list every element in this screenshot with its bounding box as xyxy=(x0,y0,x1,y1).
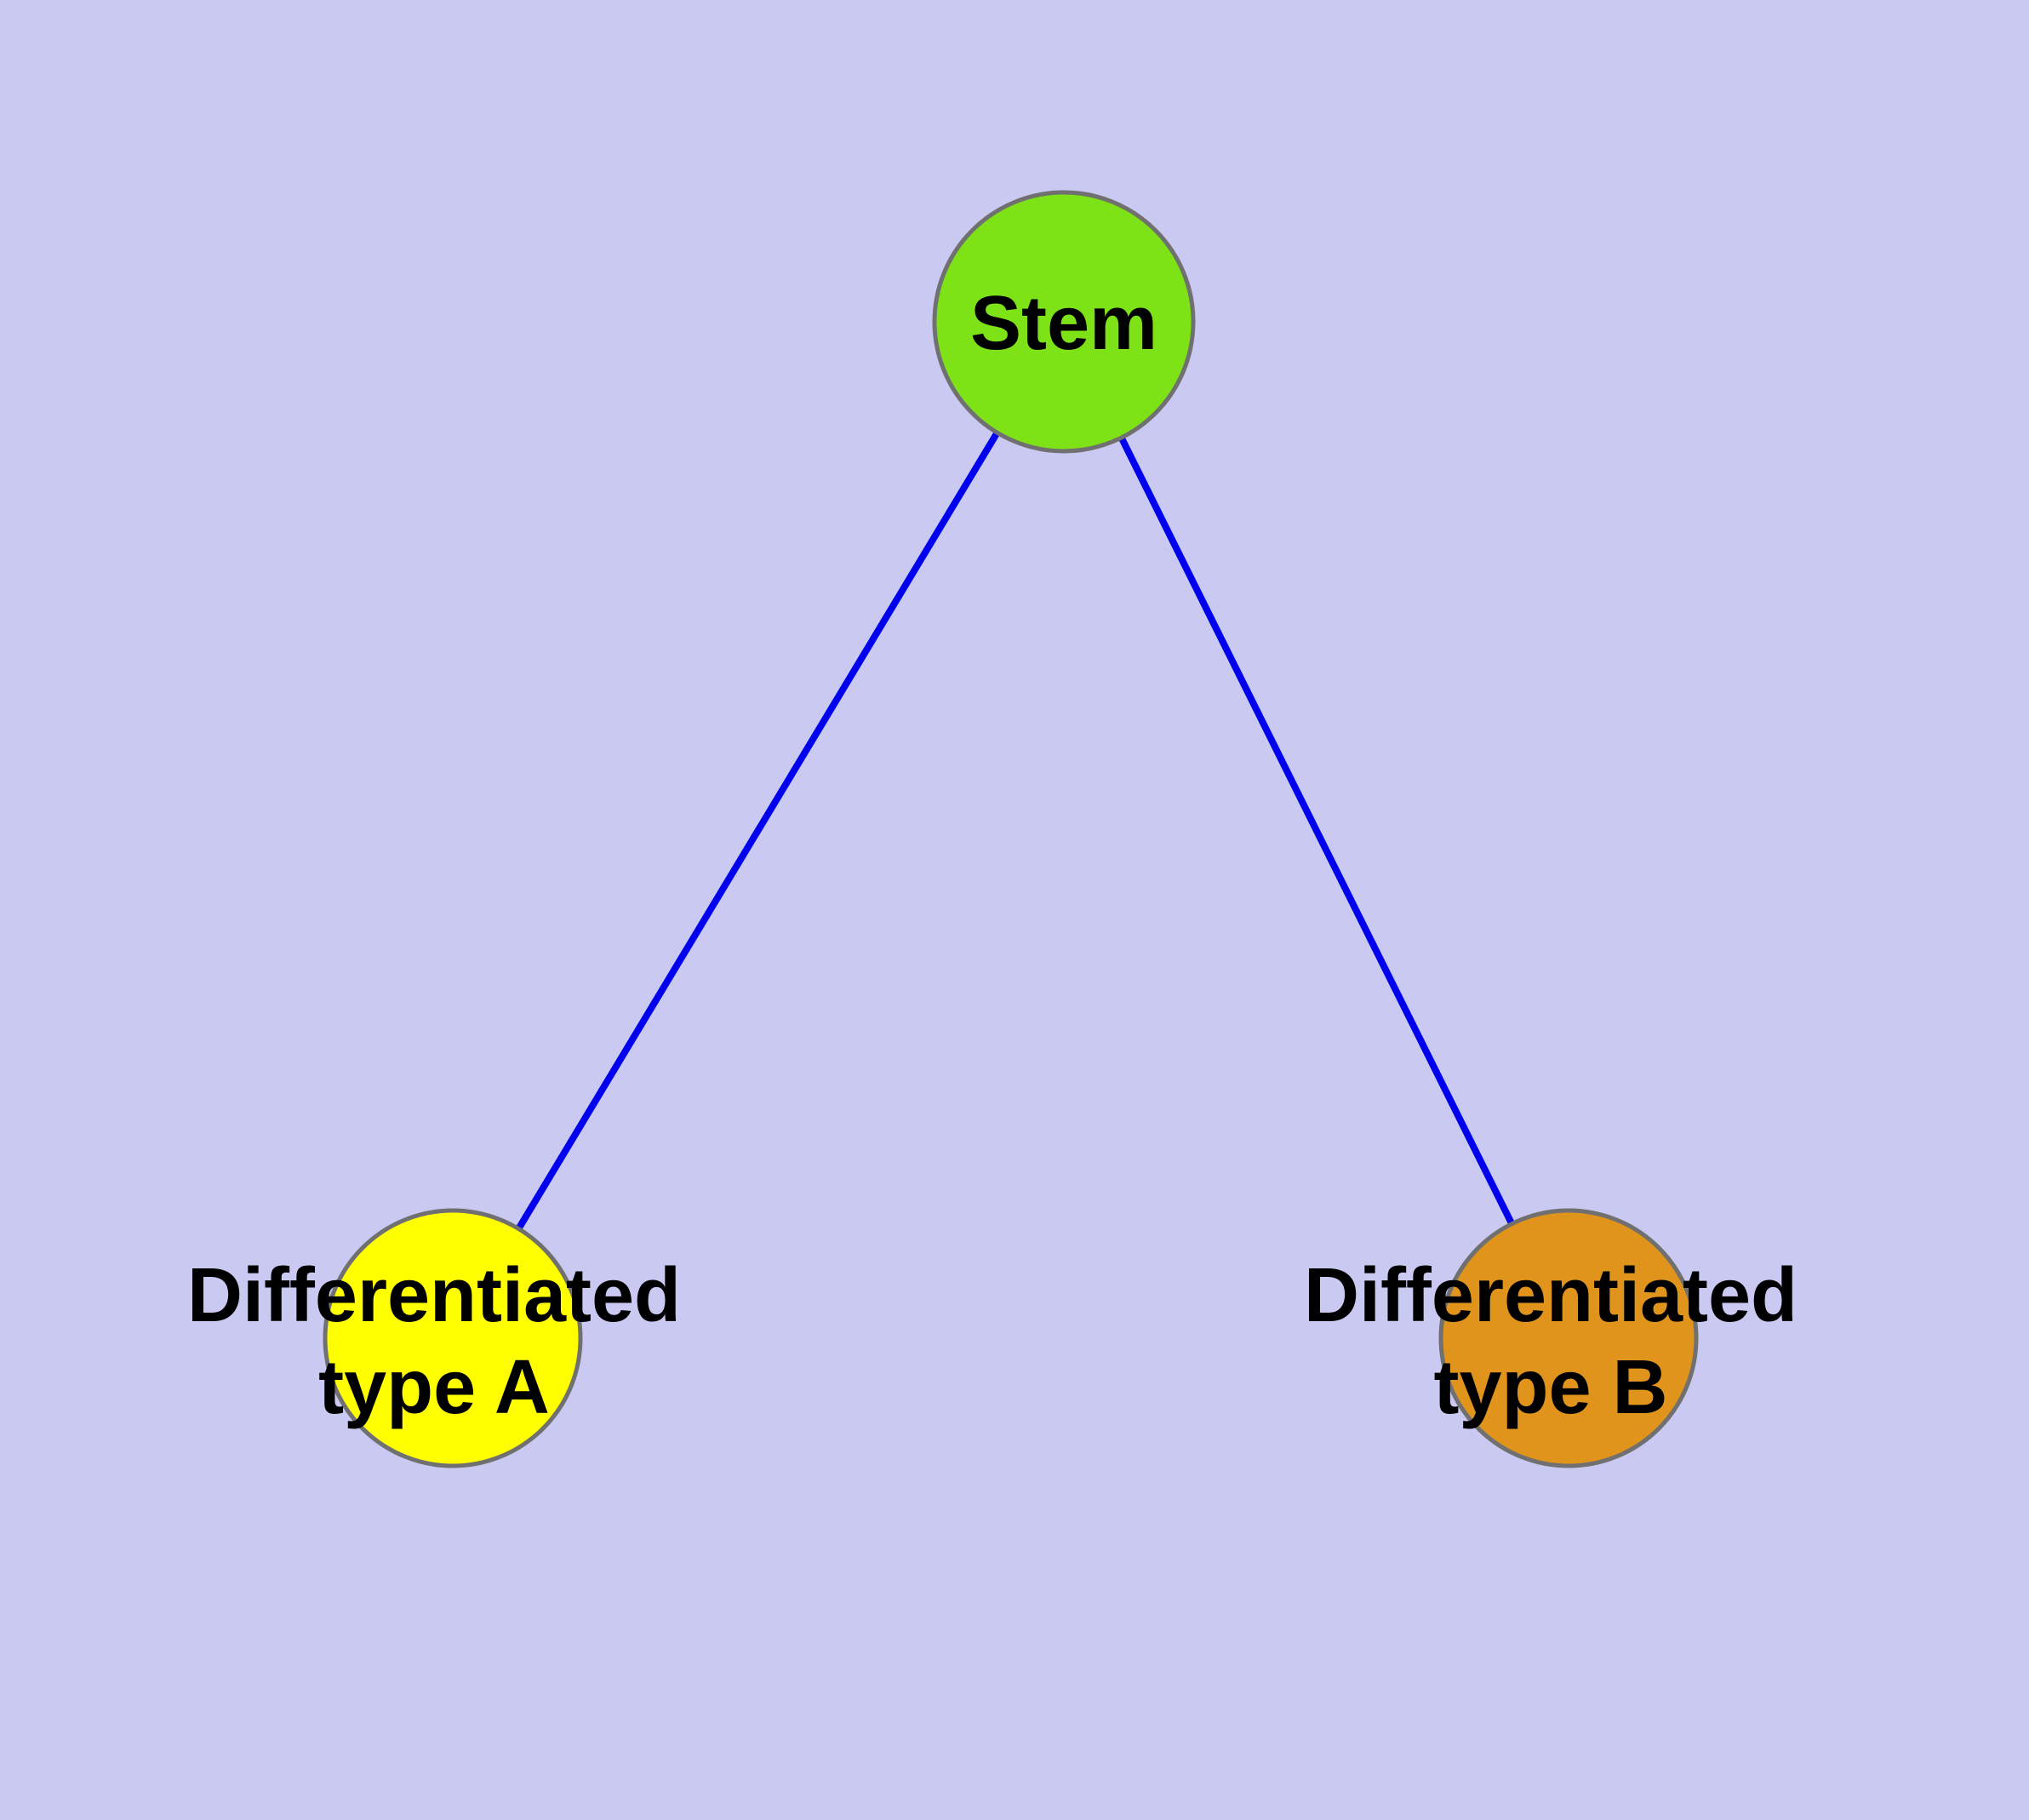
node-stem-circle xyxy=(932,190,1196,454)
node-stem: Stem xyxy=(932,190,1196,454)
node-stem-label: Stem xyxy=(970,281,1157,366)
node-type-b-label-line1: Differentiated xyxy=(1304,1253,1798,1338)
node-type-b-circle xyxy=(1438,1208,1699,1468)
node-type-b: Differentiated type B xyxy=(1304,1208,1798,1468)
edge-stem-to-type-a xyxy=(449,319,1067,1341)
edge-stem-to-type-b xyxy=(1060,320,1572,1340)
node-type-a-label-line2: type A xyxy=(318,1345,550,1430)
node-type-b-label-line2: type B xyxy=(1433,1345,1667,1430)
node-type-a-circle xyxy=(323,1208,583,1468)
node-type-a-label-line1: Differentiated xyxy=(187,1253,681,1338)
node-type-a: Differentiated type A xyxy=(187,1208,681,1468)
